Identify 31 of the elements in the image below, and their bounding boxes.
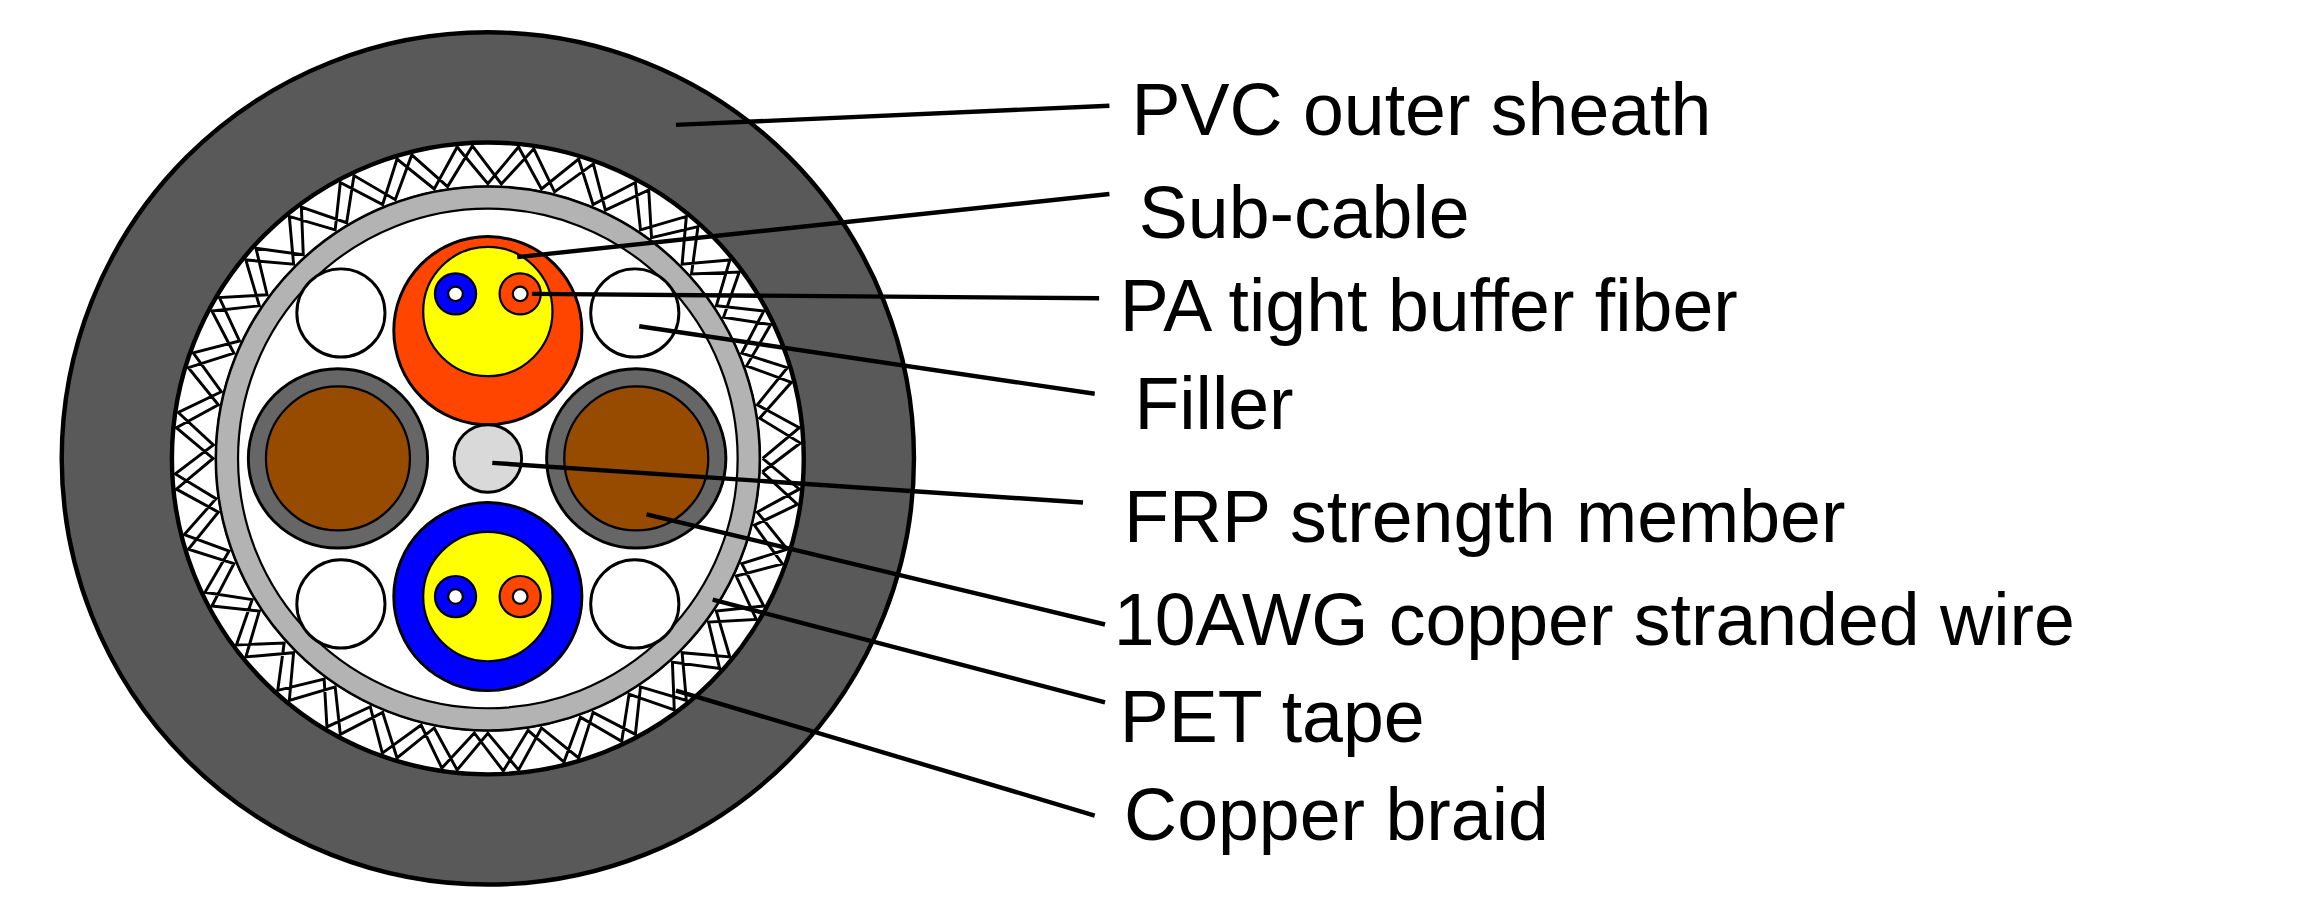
fiber-circle	[433, 574, 478, 619]
rod-circle	[452, 423, 524, 494]
part-label: 10AWG copper stranded wire	[1113, 580, 2075, 660]
fiber-circle	[433, 272, 478, 316]
part-label: Filler	[1134, 364, 1294, 444]
leader-line	[638, 324, 1096, 396]
filler-circle	[295, 558, 387, 650]
leader-line	[517, 191, 1110, 260]
part-label: PA tight buffer fiber	[1119, 265, 1738, 346]
leader-line	[531, 291, 1100, 301]
filler-circle	[589, 267, 681, 359]
filler-circle	[295, 267, 387, 359]
leader-line	[646, 512, 1106, 627]
wire-circle	[545, 367, 728, 550]
outer-sheath-ring	[59, 30, 917, 886]
sub-cable-circle	[392, 501, 584, 693]
part-label: PET tape	[1119, 677, 1425, 757]
leader-line	[675, 688, 1096, 818]
fiber-circle	[498, 272, 542, 316]
tape-ring	[214, 186, 761, 731]
wire-circle	[246, 367, 430, 550]
part-label: PVC outer sheath	[1131, 70, 1712, 150]
sub-cable-circle	[392, 235, 584, 427]
leader-line	[675, 103, 1110, 128]
filler-circle	[589, 558, 681, 650]
fiber-circle	[498, 574, 542, 619]
leader-line	[492, 460, 1084, 505]
part-label: Sub-cable	[1138, 173, 1470, 253]
part-label: FRP strength member	[1124, 477, 1846, 557]
part-label: Copper braid	[1124, 775, 1549, 856]
leader-line	[712, 597, 1106, 705]
